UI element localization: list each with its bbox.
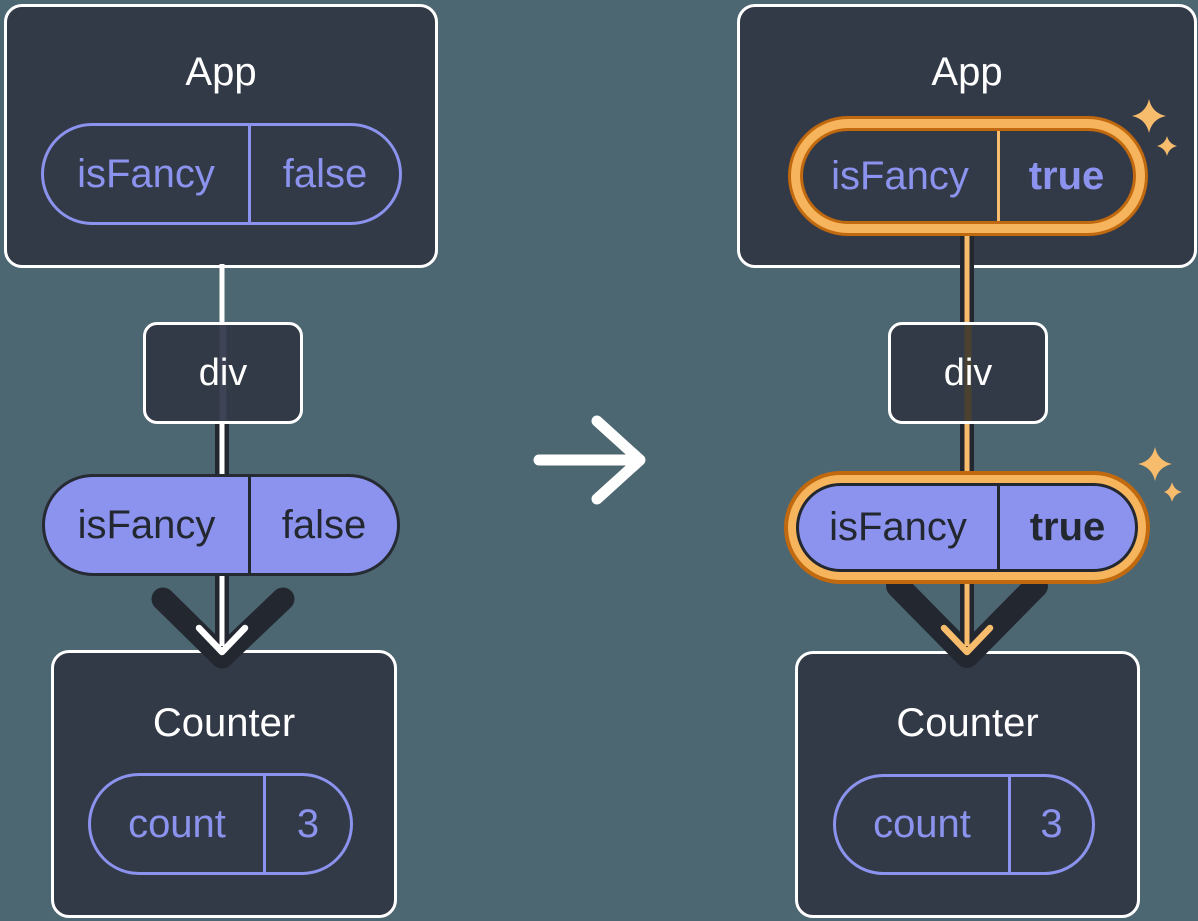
state-name: count [128, 801, 226, 846]
state-name: isFancy [831, 153, 969, 198]
div-label: div [198, 351, 248, 394]
div-node: div [143, 322, 303, 424]
state-name: isFancy [77, 151, 215, 196]
state-name: count [873, 802, 971, 846]
counter-state-pill: count 3 [88, 773, 353, 875]
prop-name: isFancy [77, 502, 216, 547]
prop-flow-lines-after [886, 230, 1048, 668]
component-title: Counter [896, 701, 1039, 745]
sparkle-icon [1138, 447, 1182, 502]
prop-flow-arrowhead [151, 587, 295, 669]
state-pill-highlighted: isFancy true [800, 128, 1136, 224]
pill-divider [997, 486, 1000, 569]
pill-divider [997, 131, 1000, 221]
prop-name: isFancy [829, 505, 967, 549]
state-value: false [282, 151, 368, 196]
prop-flow-arrowhead [886, 574, 1048, 668]
pill-divider [248, 477, 251, 573]
prop-value: true [1029, 505, 1106, 549]
pill-divider [248, 126, 251, 222]
div-node: div [888, 322, 1048, 424]
passed-prop-pill: isFancy false [42, 474, 400, 576]
transition-arrow-icon [533, 415, 646, 505]
pill-divider [263, 776, 266, 872]
down-arrow-icon [940, 624, 994, 656]
counter-state-pill: count 3 [833, 774, 1095, 875]
div-label: div [943, 351, 993, 394]
component-title: App [931, 50, 1003, 94]
down-arrow-icon [195, 624, 249, 656]
state-value: 3 [296, 801, 320, 846]
passed-prop-pill-highlighted: isFancy true [796, 483, 1138, 572]
prop-value: false [281, 502, 367, 547]
state-value: 3 [1040, 802, 1063, 846]
state-pill: isFancy false [41, 123, 402, 225]
component-title: App [185, 50, 257, 94]
state-value: true [1028, 153, 1105, 198]
component-title: Counter [152, 701, 296, 745]
pill-divider [1008, 777, 1011, 872]
